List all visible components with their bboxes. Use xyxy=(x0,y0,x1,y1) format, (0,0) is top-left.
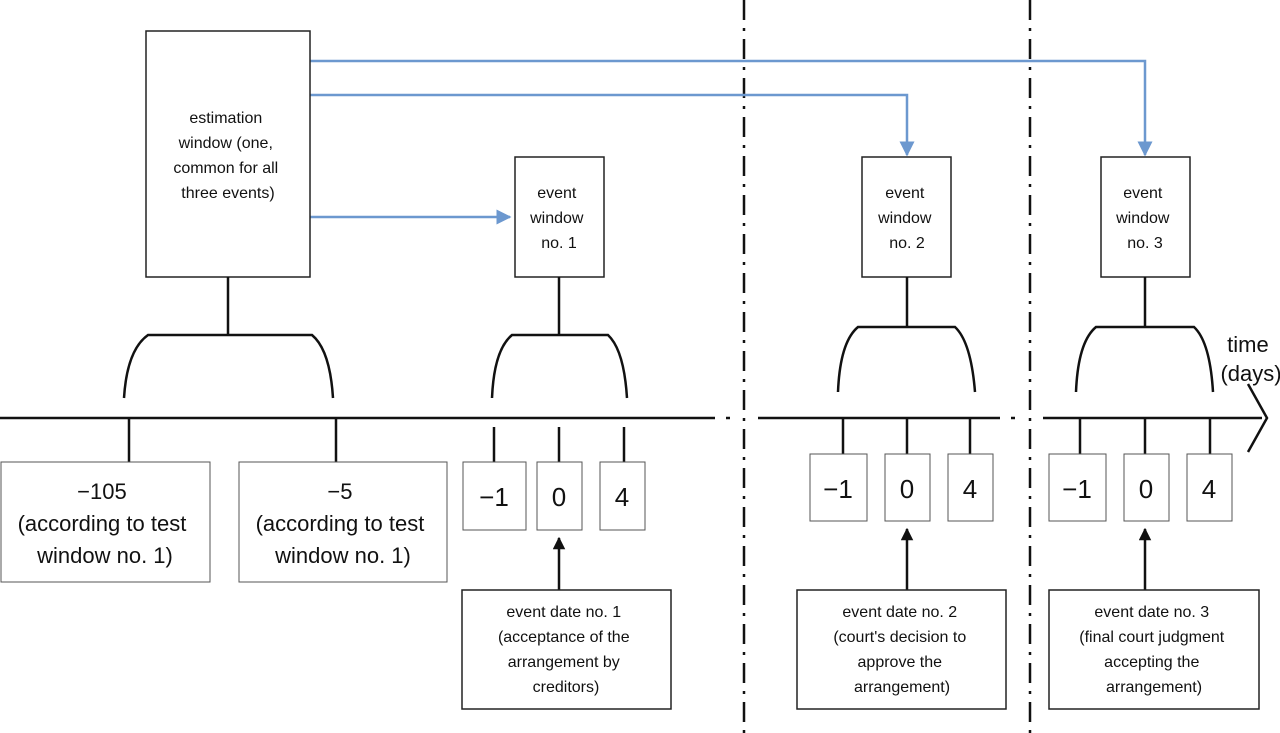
tick-label-minus1: −1 xyxy=(823,474,853,504)
tick-label-line: window no. 1) xyxy=(36,543,173,568)
arrow-estimation-to-event-window-3 xyxy=(310,59,1153,157)
event-date-3-box: event date no. 3 (final court judgment a… xyxy=(1048,589,1260,710)
svg-text:event date no. 1 (accept: event date no. 1 (acceptance of the arra… xyxy=(498,604,634,696)
estimation-window-line: common for all xyxy=(173,160,278,177)
estimation-window-line: estimation xyxy=(189,110,262,127)
estimation-window: estimation window (one, common for all t… xyxy=(145,30,311,278)
estimation-start-label: −105 (according to test window no. 1) xyxy=(0,461,211,583)
time-axis xyxy=(0,383,1269,453)
event-date-line: event date no. 3 xyxy=(1094,604,1209,621)
estimation-window-line: window (one, xyxy=(178,135,273,152)
tick-label-line: (according to test xyxy=(256,511,425,536)
event-date-line: (acceptance of the xyxy=(498,629,630,646)
event-window-line: window xyxy=(877,210,932,227)
event-window-2-bracket xyxy=(836,325,977,393)
tick-label-line: (according to test xyxy=(18,511,187,536)
event-window-3-bracket xyxy=(1074,325,1215,393)
time-axis-label: time (days) xyxy=(1220,332,1280,386)
tick-label-zero: 0 xyxy=(900,474,914,504)
svg-text:event date no. 3 (final: event date no. 3 (final court judgment a… xyxy=(1079,604,1228,696)
svg-text:event window no. 1: event window no. 1 xyxy=(529,185,588,252)
event-window-2: event window no. 2 xyxy=(861,156,952,278)
svg-text:−5 (according to test: −5 (according to test window no. 1) xyxy=(256,479,431,568)
svg-text:event window no. 3: event window no. 3 xyxy=(1115,185,1174,252)
event-window-3: event window no. 3 xyxy=(1100,156,1191,278)
svg-text:estimation window (one,: estimation window (one, common for all t… xyxy=(173,110,282,202)
event-window-1: event window no. 1 xyxy=(514,156,605,278)
estimation-window-bracket xyxy=(122,333,335,399)
event-window-line: event xyxy=(885,185,925,202)
event-date-line: arrangement) xyxy=(1106,679,1202,696)
event-window-1-bracket xyxy=(490,333,629,399)
event1-tick-labels: −1 0 4 xyxy=(462,461,646,531)
tick-label-minus1: −1 xyxy=(1062,474,1092,504)
tick-label-zero: 0 xyxy=(552,482,566,512)
tick-label-plus4: 4 xyxy=(615,482,629,512)
event-date-line: (court's decision to xyxy=(833,629,966,646)
tick-label-plus4: 4 xyxy=(963,474,977,504)
event-date-line: accepting the xyxy=(1104,654,1199,671)
svg-text:event window no. 2: event window no. 2 xyxy=(877,185,936,252)
event-date-line: arrangement by xyxy=(508,654,620,671)
event-window-line: no. 2 xyxy=(889,235,925,252)
tick-label-line: −5 xyxy=(327,479,352,504)
event-date-1-box: event date no. 1 (acceptance of the arra… xyxy=(461,589,672,710)
event-date-2-box: event date no. 2 (court's decision to ap… xyxy=(796,589,1007,710)
tick-label-minus1: −1 xyxy=(479,482,509,512)
axis-label-line: time xyxy=(1227,332,1269,357)
event-window-line: event xyxy=(537,185,577,202)
tick-label-plus4: 4 xyxy=(1202,474,1216,504)
event2-tick-labels: −1 0 4 xyxy=(809,453,994,522)
event-date-line: arrangement) xyxy=(854,679,950,696)
tick-label-line: window no. 1) xyxy=(274,543,411,568)
event-date-line: event date no. 1 xyxy=(506,604,621,621)
estimation-end-label: −5 (according to test window no. 1) xyxy=(238,461,448,583)
event-date-line: event date no. 2 xyxy=(842,604,957,621)
event-date-line: approve the xyxy=(858,654,943,671)
event-date-line: (final court judgment xyxy=(1079,629,1225,646)
svg-text:event date no. 2 (court': event date no. 2 (court's decision to ap… xyxy=(833,604,970,696)
event-window-line: event xyxy=(1123,185,1163,202)
estimation-window-line: three events) xyxy=(181,185,274,202)
event-window-line: window xyxy=(529,210,584,227)
event-date-line: creditors) xyxy=(533,679,600,696)
event-window-line: no. 3 xyxy=(1127,235,1163,252)
event-window-line: no. 1 xyxy=(541,235,577,252)
svg-text:−105 (according to test: −105 (according to test window no. 1) xyxy=(18,479,193,568)
tick-label-line: −105 xyxy=(77,479,127,504)
tick-label-zero: 0 xyxy=(1139,474,1153,504)
axis-label-line: (days) xyxy=(1220,361,1280,386)
arrow-estimation-to-event-window-2 xyxy=(310,93,915,157)
event3-tick-labels: −1 0 4 xyxy=(1048,453,1233,522)
event-window-line: window xyxy=(1115,210,1170,227)
